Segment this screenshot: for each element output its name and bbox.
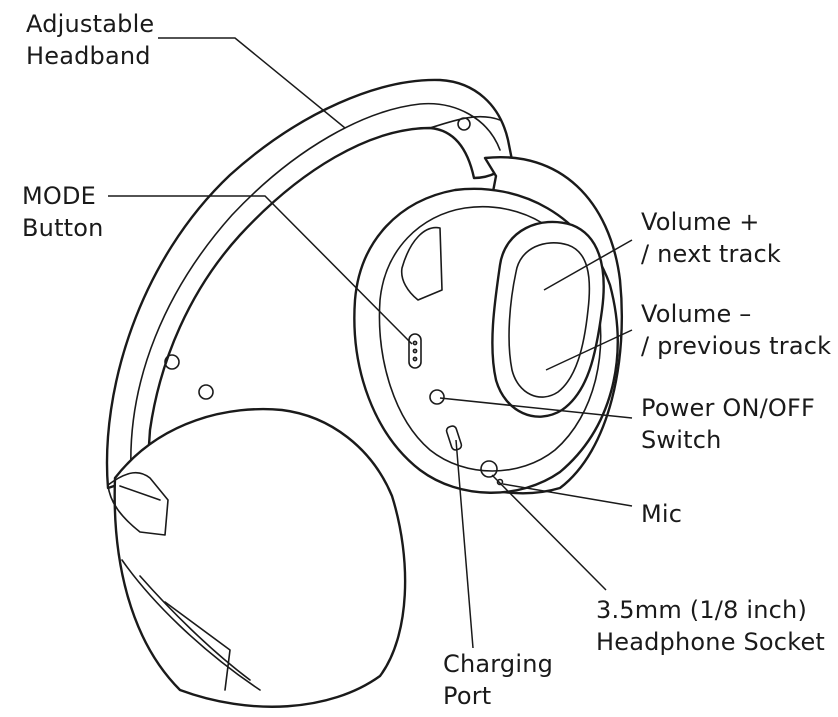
- power-switch-label: Power ON/OFF Switch: [641, 392, 815, 456]
- volume-down-label-line2: / previous track: [641, 332, 832, 360]
- leader-lines: [108, 37, 633, 649]
- power-switch-label-line2: Switch: [641, 426, 722, 454]
- charging-port-label-line1: Charging: [443, 650, 554, 678]
- volume-up-label-line2: / next track: [641, 240, 781, 268]
- charging-port-label: Charging Port: [443, 648, 553, 712]
- volume-up-label-line1: Volume +: [641, 208, 760, 236]
- headband-label: Adjustable Headband: [26, 8, 154, 72]
- headphone-socket-label-line2: Headphone Socket: [596, 628, 826, 656]
- mic-label: Mic: [641, 498, 682, 530]
- right-ear-cup: [353, 155, 623, 495]
- charging-leader: [455, 439, 474, 649]
- headband-label-line2: Headband: [26, 42, 151, 70]
- mode-button-label-line1: MODE: [22, 182, 97, 210]
- headband-leader: [158, 37, 346, 129]
- mode-leader: [108, 195, 413, 345]
- volume-up-leader: [543, 239, 633, 291]
- mode-button: [408, 333, 422, 369]
- mic-hole: [496, 478, 504, 486]
- volume-up-label: Volume + / next track: [641, 206, 781, 270]
- mic-leader: [502, 483, 633, 507]
- left-ear-cup: [107, 407, 407, 708]
- power-leader: [439, 397, 633, 419]
- volume-down-leader: [545, 329, 633, 371]
- mode-button-label: MODE Button: [22, 180, 104, 244]
- socket-leader: [491, 474, 607, 591]
- mode-button-label-line2: Button: [22, 214, 104, 242]
- power-switch-label-line1: Power ON/OFF: [641, 394, 816, 422]
- headphone-socket-label: 3.5mm (1/8 inch) Headphone Socket: [596, 594, 825, 658]
- mic-label-line1: Mic: [641, 500, 683, 528]
- charging-port-label-line2: Port: [443, 682, 492, 710]
- power-switch: [429, 389, 445, 405]
- headband-label-line1: Adjustable: [26, 10, 155, 38]
- controls: [408, 333, 504, 486]
- volume-down-label-line1: Volume –: [641, 300, 752, 328]
- headphone-socket-label-line1: 3.5mm (1/8 inch): [596, 596, 808, 624]
- volume-down-label: Volume – / previous track: [641, 298, 831, 362]
- charging-port: [445, 425, 463, 451]
- headphone-socket: [480, 460, 498, 478]
